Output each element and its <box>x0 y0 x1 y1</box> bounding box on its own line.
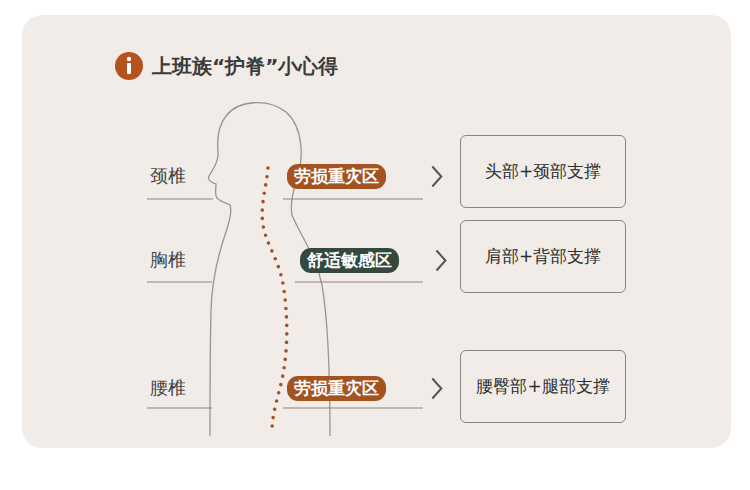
leader-lines <box>147 199 423 408</box>
support-box: 头部+颈部支撑 <box>460 135 626 208</box>
zone-tag: 舒适敏感区 <box>300 248 399 273</box>
zone-tag: 劳损重灾区 <box>287 376 386 401</box>
zone-tag: 劳损重灾区 <box>287 164 386 189</box>
node-text: 头部+颈部支撑 <box>485 160 601 183</box>
node-text: 腰臀部+腿部支撑 <box>476 375 609 398</box>
support-box: 肩部+背部支撑 <box>460 220 626 293</box>
node-text: 舒适敏感区 <box>307 250 392 270</box>
spine-label: 胸椎 <box>150 248 186 272</box>
diagram-title: 上班族“护脊”小心得 <box>152 53 338 80</box>
spine-label: 颈椎 <box>150 164 186 188</box>
spine-label: 腰椎 <box>150 376 186 400</box>
node-text: 劳损重灾区 <box>294 378 379 398</box>
chevron-connector <box>432 167 441 187</box>
node-text: 肩部+背部支撑 <box>485 245 601 268</box>
node-text: 劳损重灾区 <box>294 166 379 186</box>
chevron-connector <box>436 251 445 271</box>
chevron-connector <box>432 379 441 399</box>
support-box: 腰臀部+腿部支撑 <box>460 350 626 423</box>
info-icon <box>115 52 143 80</box>
